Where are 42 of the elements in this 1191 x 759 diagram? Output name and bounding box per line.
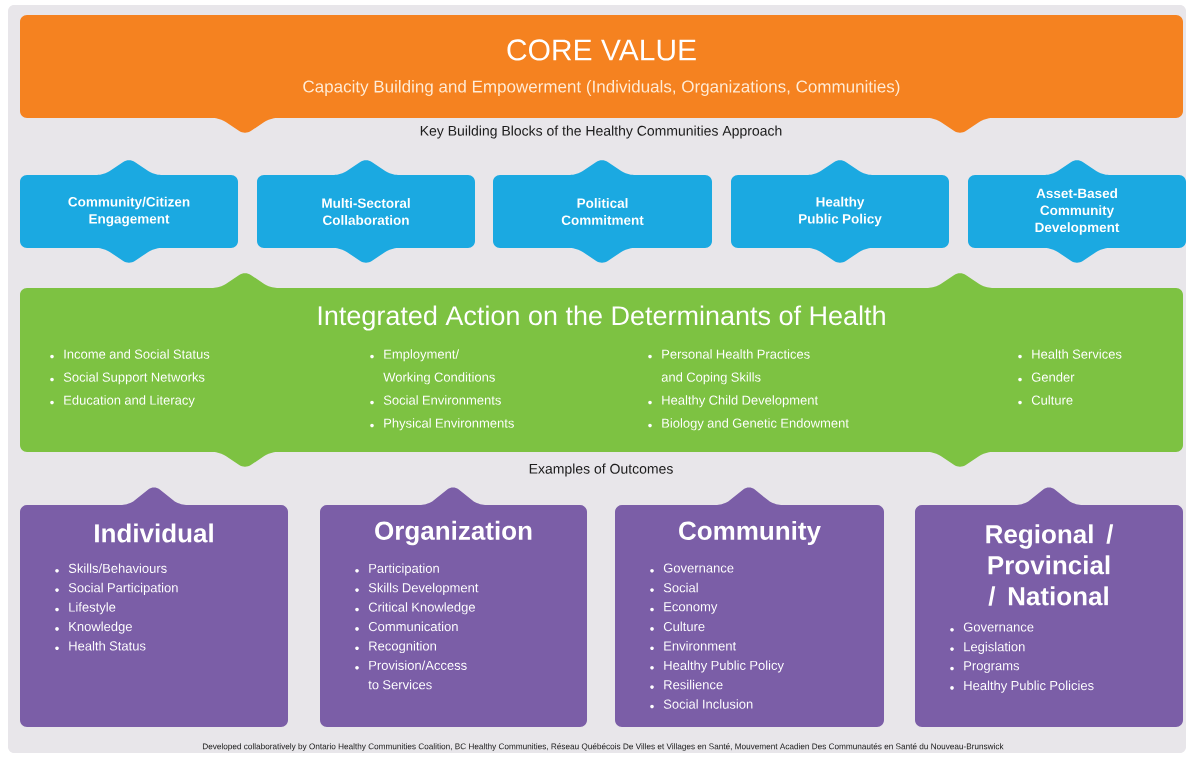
bullet-item: Knowledge: [55, 621, 132, 634]
bullet-item: Income and Social Status: [50, 349, 210, 359]
bullet-item: Physical Environments: [370, 418, 514, 431]
bullet-item: Culture: [1018, 395, 1073, 405]
bullet-item: Culture: [650, 621, 705, 632]
building-block-box: Healthy Public Policy: [731, 160, 949, 263]
building-block-box: Multi-Sectoral Collaboration: [257, 160, 475, 263]
bullet-item: Healthy Public Policies: [950, 680, 1094, 693]
bullet-item: Environment: [650, 641, 737, 651]
bullet-item: Critical Knowledge: [355, 602, 475, 615]
building-block-box: Asset-Based Community Development: [968, 160, 1186, 263]
bullet-item: Gender: [1018, 372, 1075, 382]
bullet-item: Skills/Behaviours: [55, 563, 167, 573]
footer-note: Developed collaboratively by Ontario Healthy Communities Coalition, BC Healthy Communities, Réseau Québécois De Villes et Villages en Santé, Mouvement Acadien Des Communautés en Santé du Nouveau-Brunswick: [202, 743, 1004, 751]
bullet-item: Health Services: [1018, 349, 1122, 359]
section-caption: Examples of Outcomes: [529, 463, 673, 477]
bullet-item: Communication: [355, 621, 458, 632]
bullet-item: Economy: [650, 602, 718, 614]
bullet-item: Healthy Child Development: [648, 395, 819, 408]
bullet-item: Social Inclusion: [650, 699, 753, 709]
bullet-item: Governance: [950, 622, 1034, 632]
bullet-item: Lifestyle: [55, 602, 116, 615]
bullet-item: Personal Health Practices and Coping Skills: [648, 349, 810, 385]
bullet-item: Health Status: [55, 641, 146, 651]
bullet-item: Social: [650, 582, 698, 593]
bullet-item: Social Environments: [370, 395, 501, 405]
bullet-item: Governance: [650, 563, 734, 573]
bullet-item: Social Support Networks: [50, 372, 205, 385]
bullet-item: Legislation: [950, 641, 1025, 654]
bullet-item: Recognition: [355, 641, 436, 654]
bullet-item: Programs: [950, 661, 1020, 673]
building-block-box: Community/Citizen Engagement: [20, 160, 238, 263]
bullet-item: Education and Literacy: [50, 395, 195, 408]
bullet-item: Participation: [355, 563, 439, 576]
bullet-item: Social Participation: [55, 582, 178, 595]
bullet-item: Employment/ Working Conditions: [370, 349, 495, 385]
bullet-item: Provision/Access to Services: [355, 660, 467, 690]
bullet-item: Resilience: [650, 679, 723, 690]
building-block-box: Political Commitment: [493, 160, 712, 263]
bullet-item: Skills Development: [355, 582, 479, 595]
bullet-item: Biology and Genetic Endowment: [648, 418, 849, 431]
bullet-item: Healthy Public Policy: [650, 660, 784, 673]
